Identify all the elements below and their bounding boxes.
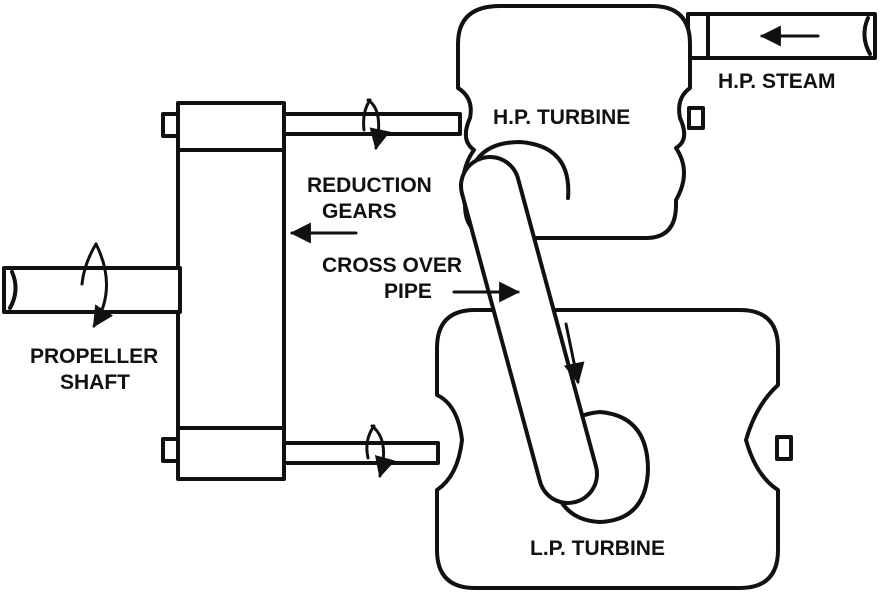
reduction-gear-box — [161, 101, 286, 481]
lp-shaft — [280, 441, 440, 465]
hp-turbine-stub-right — [687, 106, 705, 130]
cross-over-flow-arrow — [563, 322, 585, 385]
label-propeller-shaft-line2: SHAFT — [60, 371, 130, 394]
label-hp-turbine: H.P. TURBINE — [493, 106, 630, 129]
label-reduction-gears-line2: GEARS — [322, 200, 397, 223]
propeller-shaft — [2, 266, 182, 314]
label-cross-over-pipe-line1: CROSS OVER — [322, 254, 462, 277]
label-reduction-gears-line1: REDUCTION — [307, 174, 432, 197]
rotation-arrow-hp-shaft — [362, 98, 391, 151]
cross-over-pipe — [459, 140, 650, 524]
label-cross-over-pipe-line2: PIPE — [384, 280, 432, 303]
hp-shaft — [280, 112, 462, 136]
label-hp-steam: H.P. STEAM — [718, 70, 835, 93]
rotation-arrow-propeller-shaft — [80, 242, 113, 328]
label-propeller-shaft-line1: PROPELLER — [30, 345, 158, 368]
label-lp-turbine: L.P. TURBINE — [530, 537, 665, 560]
lp-turbine-stub-right — [775, 435, 793, 461]
rotation-arrow-lp-shaft — [365, 424, 396, 479]
